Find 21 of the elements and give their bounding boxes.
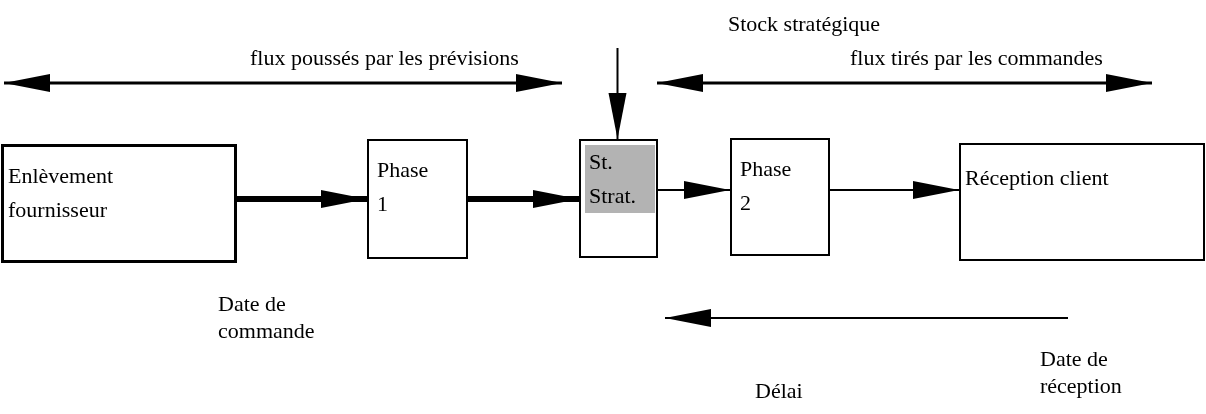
- box-label: Enlèvement fournisseur: [7, 162, 115, 224]
- box-label: Réception client: [964, 164, 1110, 192]
- box-label: St. Strat.: [585, 145, 655, 213]
- arrow: [468, 190, 579, 208]
- arrow: [608, 47, 627, 140]
- box-label: Phase 1: [376, 156, 430, 218]
- arrow: [829, 181, 960, 199]
- text-label: Date de commande: [218, 290, 316, 344]
- text-label: Délai: [755, 377, 804, 404]
- process-box: [959, 143, 1205, 261]
- text-label: Date de réception: [1040, 345, 1123, 399]
- arrow: [237, 190, 367, 208]
- process-box: [579, 139, 658, 258]
- process-box: [730, 138, 830, 256]
- text-label: flux poussés par les prévisions: [250, 44, 520, 71]
- process-box: [367, 139, 468, 259]
- process-box: [1, 144, 237, 263]
- text-label: flux tirés par les commandes: [850, 44, 1104, 71]
- arrow: [657, 181, 731, 199]
- text-label: Stock stratégique: [728, 10, 882, 37]
- box-label: Phase 2: [739, 155, 793, 217]
